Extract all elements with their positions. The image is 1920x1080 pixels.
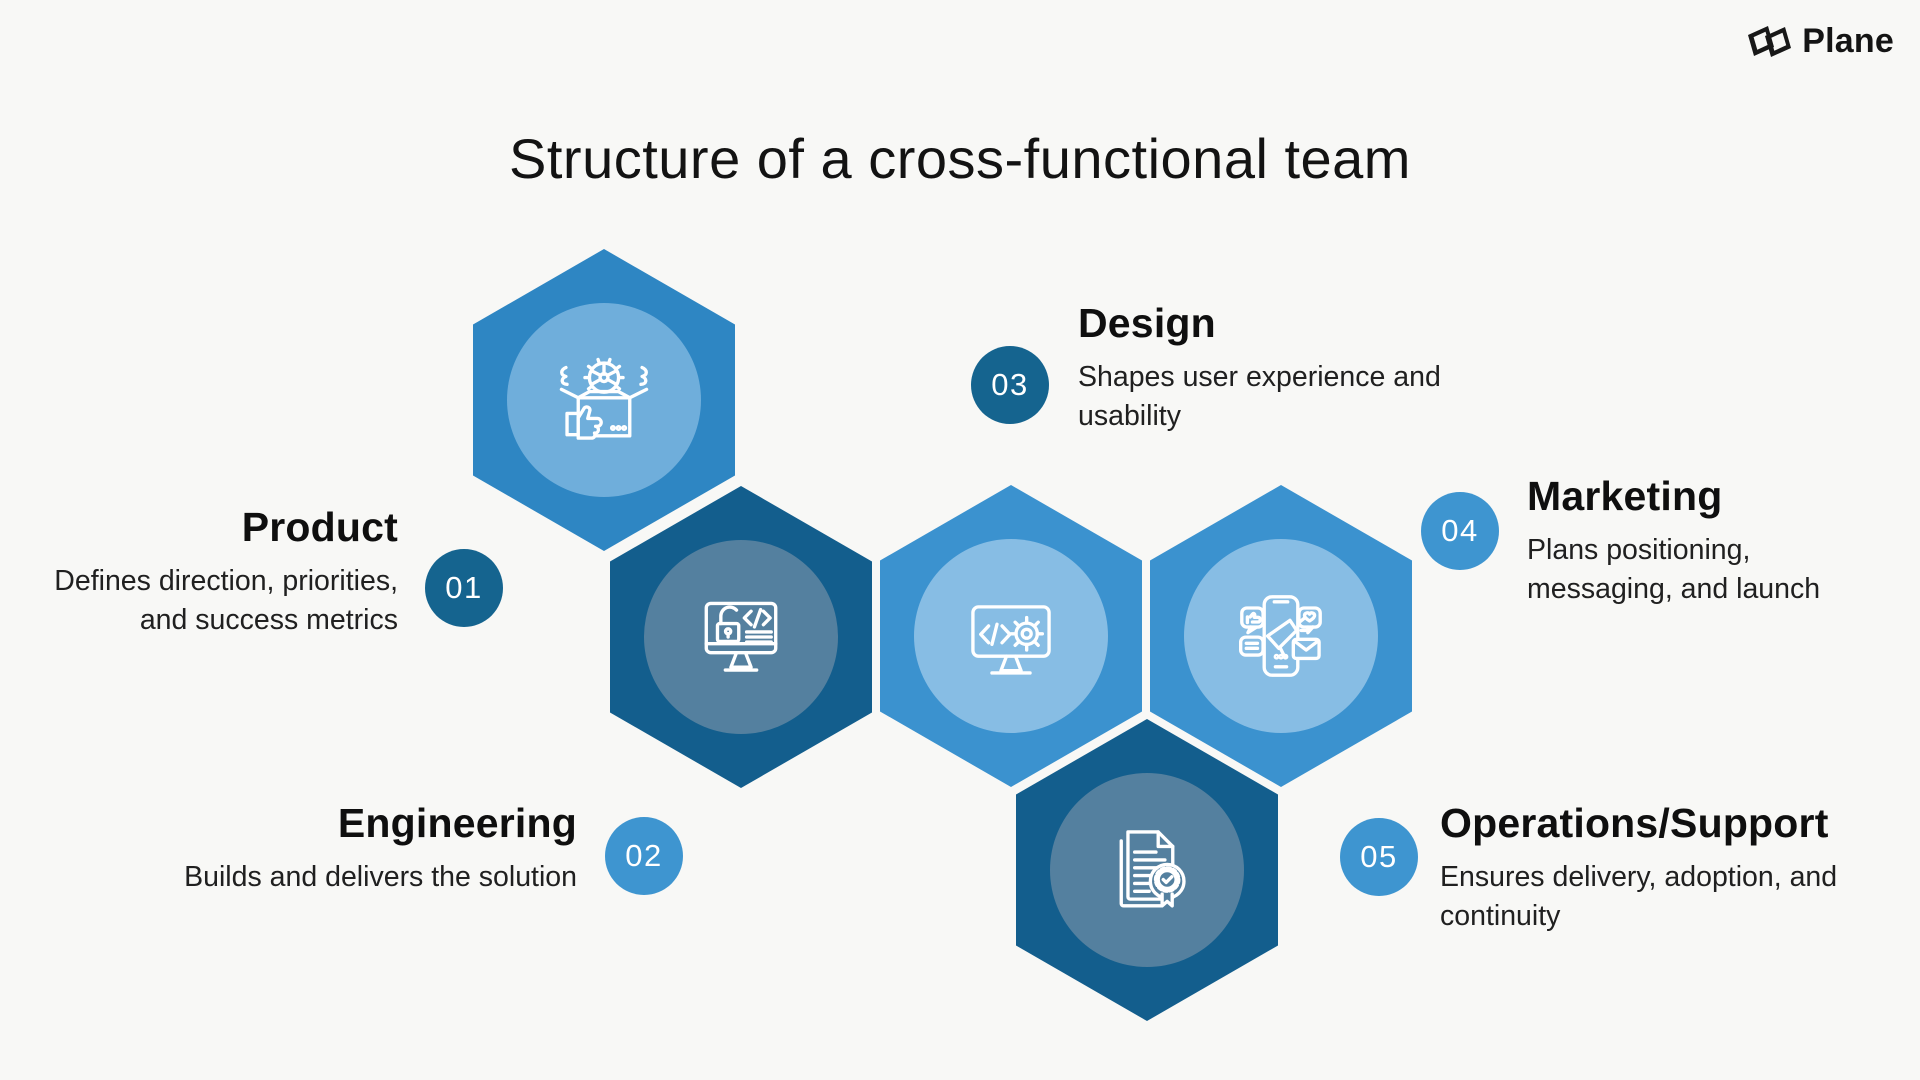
item-title-marketing: Marketing <box>1527 473 1723 519</box>
code-gear-monitor-icon <box>971 605 1051 675</box>
product-label-block: Product Defines direction, priorities, a… <box>54 504 398 640</box>
item-description-design: Shapes user experience and usability <box>1078 361 1441 432</box>
phone-marketing-megaphone-icon <box>1239 595 1322 677</box>
step-badge-01: 01 <box>425 549 503 627</box>
step-number: 05 <box>1360 839 1398 874</box>
item-title-design: Design <box>1078 300 1216 346</box>
hexagon-product <box>473 249 735 551</box>
design-label-block: Design Shapes user experience and usabil… <box>1078 300 1441 436</box>
item-title-engineering: Engineering <box>337 800 577 846</box>
step-number: 04 <box>1441 513 1479 548</box>
operations-icon-circle <box>1050 773 1244 967</box>
item-title-operations: Operations/Support <box>1440 800 1829 846</box>
plane-logo-icon <box>1748 26 1792 57</box>
hexagon-marketing <box>1150 485 1412 787</box>
certified-document-icon <box>1119 830 1186 908</box>
product-icon-circle <box>507 303 701 497</box>
item-description-engineering: Builds and delivers the solution <box>184 861 577 893</box>
hexagon-operations <box>1016 719 1278 1021</box>
item-description-marketing: Plans positioning, messaging, and launch <box>1527 534 1821 605</box>
page-title: Structure of a cross-functional team <box>509 127 1411 190</box>
hexagon-design <box>880 485 1142 787</box>
operations-label-block: Operations/Support Ensures delivery, ado… <box>1440 800 1837 936</box>
engineering-icon-circle <box>644 540 838 734</box>
brand-name: Plane <box>1802 22 1894 60</box>
step-number: 02 <box>625 838 663 873</box>
step-badge-02: 02 <box>605 817 683 895</box>
marketing-icon-circle <box>1184 539 1378 733</box>
item-title-product: Product <box>241 504 398 550</box>
design-icon-circle <box>914 539 1108 733</box>
item-description-product: Defines direction, priorities, and succe… <box>54 565 398 636</box>
item-description-operations: Ensures delivery, adoption, and continui… <box>1440 861 1838 932</box>
hexagon-engineering <box>610 486 872 788</box>
step-badge-03: 03 <box>971 346 1049 424</box>
secure-code-monitor-icon <box>704 601 778 672</box>
step-badge-04: 04 <box>1421 492 1499 570</box>
engineering-label-block: Engineering Builds and delivers the solu… <box>184 800 577 897</box>
step-number: 03 <box>991 367 1029 402</box>
marketing-label-block: Marketing Plans positioning, messaging, … <box>1527 473 1820 609</box>
brand-logo: Plane <box>1746 22 1894 61</box>
product-box-gear-icon <box>559 357 649 440</box>
step-number: 01 <box>445 570 483 605</box>
step-badge-05: 05 <box>1340 818 1418 896</box>
